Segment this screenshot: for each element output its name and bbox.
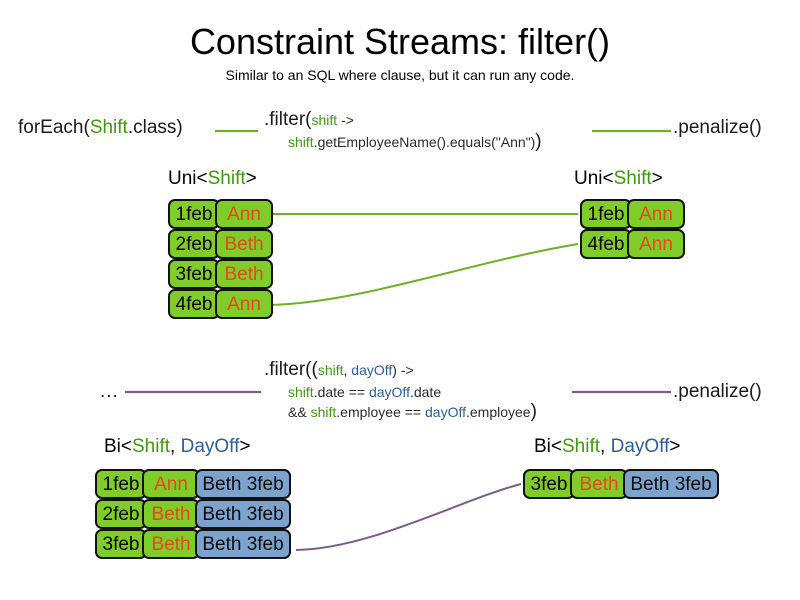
row1-penalize-expression: .penalize()	[673, 117, 762, 138]
row1-source-expression: forEach(Shift.class)	[18, 116, 183, 140]
row1-left-generic-suffix: >	[245, 168, 257, 189]
card-dayoff: Beth 3feb	[195, 529, 291, 559]
card-date: 2feb	[95, 499, 147, 529]
row2-left-stream-label: Bi<Shift, DayOff>	[104, 436, 250, 458]
row2-line2-end: .date	[409, 384, 442, 400]
row1-filter-body: shift.getEmployeeName().equals("Ann"))	[264, 132, 542, 152]
wire-uni-4feb	[269, 243, 579, 306]
row1-filter-body-close: )	[535, 131, 542, 152]
card-name: Beth	[215, 229, 273, 259]
row1-foreach-suffix: .class)	[127, 117, 183, 138]
card-date: 4feb	[168, 289, 220, 319]
card-name: Beth	[215, 259, 273, 289]
row2-right-generic-suffix: >	[669, 436, 681, 457]
card-name: Beth	[570, 469, 628, 499]
bi-card[interactable]: 2feb Beth Beth 3feb	[95, 499, 291, 529]
page-subtitle: Similar to an SQL where clause, but it c…	[225, 67, 575, 83]
row1-right-generic-type: Shift	[613, 168, 652, 189]
row1-filter-arrow: ->	[337, 112, 354, 128]
row2-left-generic-suffix: >	[239, 436, 251, 457]
row1-right-stream-label: Uni<Shift>	[574, 168, 663, 190]
row2-right-stream-label: Bi<Shift, DayOff>	[534, 436, 680, 458]
uni-card[interactable]: 4feb Ann	[580, 229, 685, 259]
row2-right-generic-type1: Shift	[562, 436, 601, 457]
card-date: 1feb	[168, 199, 220, 229]
card-date: 1feb	[95, 469, 147, 499]
card-dayoff: Beth 3feb	[623, 469, 719, 499]
row2-line3-close: )	[530, 401, 537, 422]
wire-bi-3feb	[295, 483, 522, 551]
card-name: Beth	[142, 529, 200, 559]
uni-card[interactable]: 1feb Ann	[580, 199, 685, 229]
card-date: 3feb	[95, 529, 147, 559]
card-name: Beth	[142, 499, 200, 529]
row1-filter-prefix: .filter(	[264, 109, 312, 130]
row2-filter-head-close: ) ->	[392, 362, 414, 378]
row1-foreach-prefix: forEach(	[18, 117, 90, 138]
card-name: Ann	[215, 199, 273, 229]
card-name: Ann	[215, 289, 273, 319]
row2-line3-end: .employee	[466, 404, 531, 420]
card-date: 2feb	[168, 229, 220, 259]
uni-card[interactable]: 2feb Beth	[168, 229, 273, 259]
row1-right-generic-suffix: >	[651, 168, 663, 189]
row2-right-generic-type2: DayOff	[610, 436, 670, 457]
bi-card[interactable]: 3feb Beth Beth 3feb	[95, 529, 291, 559]
row2-line2-var2: dayOff	[368, 384, 410, 400]
row2-filter-expression: .filter((shift, dayOff) -> shift.date ==…	[264, 358, 537, 422]
bi-card[interactable]: 3feb Beth Beth 3feb	[523, 469, 719, 499]
card-name: Ann	[627, 199, 685, 229]
row1-filter-head: .filter(shift ->	[264, 108, 542, 132]
row2-filter-line3: && shift.employee == dayOff.employee)	[264, 402, 537, 422]
card-date: 3feb	[523, 469, 575, 499]
row1-left-stream-label: Uni<Shift>	[168, 168, 257, 190]
uni-card[interactable]: 1feb Ann	[168, 199, 273, 229]
row2-filter-line2: shift.date == dayOff.date	[264, 382, 537, 402]
row1-right-generic-prefix: Uni<	[574, 168, 614, 189]
row2-left-generic-type2: DayOff	[180, 436, 240, 457]
card-date: 4feb	[580, 229, 632, 259]
uni-card[interactable]: 4feb Ann	[168, 289, 273, 319]
row2-right-generic-comma: ,	[600, 436, 611, 457]
row2-line3-var1: shift	[310, 404, 337, 420]
row2-penalize-expression: .penalize()	[673, 381, 762, 402]
uni-card[interactable]: 3feb Beth	[168, 259, 273, 289]
bi-card[interactable]: 1feb Ann Beth 3feb	[95, 469, 291, 499]
card-date: 3feb	[168, 259, 220, 289]
row2-right-generic-prefix: Bi<	[534, 436, 562, 457]
row2-source-ellipsis: ...	[100, 381, 119, 402]
row2-line3-mid: .employee ==	[336, 404, 425, 420]
row2-filter-prefix: .filter((	[264, 359, 318, 380]
row1-left-generic-type: Shift	[207, 168, 246, 189]
row1-left-generic-prefix: Uni<	[168, 168, 208, 189]
row1-filter-body-var: shift	[288, 134, 314, 150]
row2-filter-comma: ,	[343, 362, 352, 378]
row1-filter-expression: .filter(shift -> shift.getEmployeeName()…	[264, 108, 542, 152]
card-name: Ann	[142, 469, 200, 499]
card-name: Ann	[627, 229, 685, 259]
row1-filter-param: shift	[311, 112, 338, 128]
row1-foreach-type: Shift	[89, 117, 128, 138]
row2-filter-param2: dayOff	[351, 362, 393, 378]
card-dayoff: Beth 3feb	[195, 499, 291, 529]
card-date: 1feb	[580, 199, 632, 229]
row2-left-generic-comma: ,	[170, 436, 181, 457]
row2-filter-param1: shift	[317, 362, 344, 378]
row2-line3-and: &&	[288, 404, 311, 420]
row2-filter-head: .filter((shift, dayOff) ->	[264, 358, 537, 382]
row2-line2-mid: .date ==	[313, 384, 369, 400]
row2-line2-var1: shift	[288, 384, 314, 400]
row2-left-generic-type1: Shift	[132, 436, 171, 457]
card-dayoff: Beth 3feb	[195, 469, 291, 499]
page-title: Constraint Streams: filter()	[189, 21, 611, 62]
row2-left-generic-prefix: Bi<	[104, 436, 132, 457]
row2-line3-var2: dayOff	[425, 404, 466, 420]
row1-filter-body-rest: .getEmployeeName().equals("Ann")	[313, 134, 536, 150]
